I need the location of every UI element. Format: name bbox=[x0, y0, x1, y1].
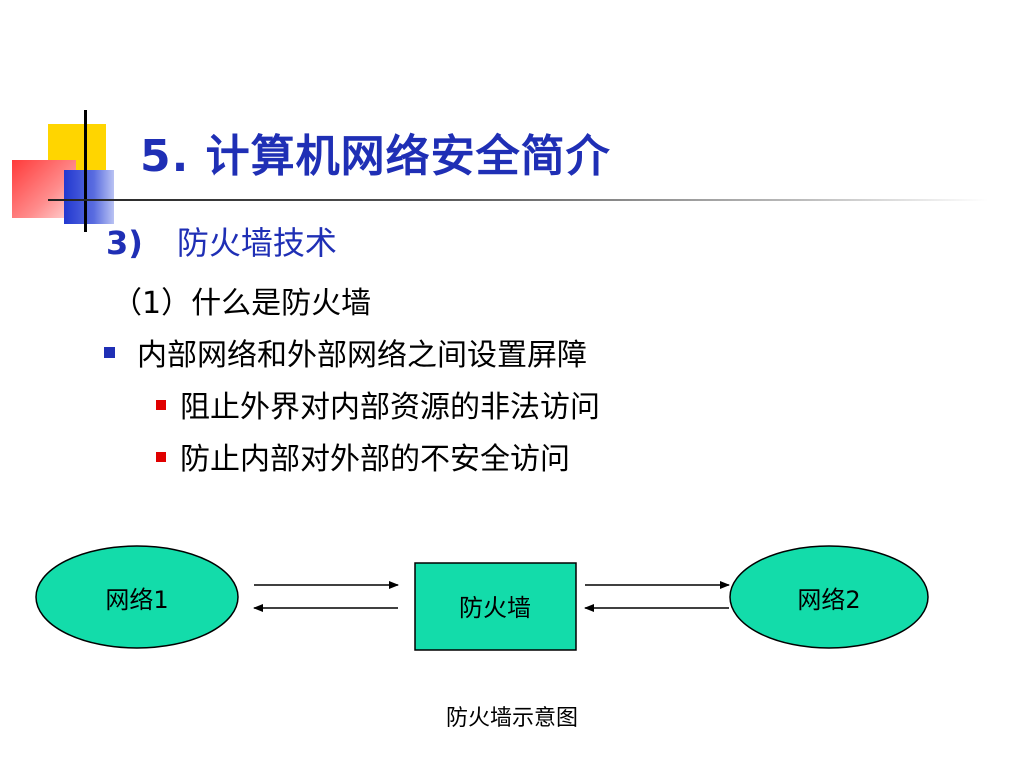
section-label: 防火墙技术 bbox=[176, 224, 337, 262]
section-number: 3) bbox=[106, 224, 143, 262]
decor-blue-square bbox=[64, 170, 114, 224]
sub-bullet-square-icon bbox=[156, 451, 166, 462]
sub-bullet-square-icon bbox=[156, 399, 166, 410]
firewall-label: 防火墙 bbox=[459, 594, 531, 622]
network-1-node bbox=[35, 545, 239, 649]
sub-bullet-text: 阻止外界对内部资源的非法访问 bbox=[180, 390, 600, 425]
subsection-heading: （1）什么是防火墙 bbox=[112, 286, 372, 321]
bullet-square-icon bbox=[104, 347, 115, 358]
title-underline bbox=[48, 199, 988, 201]
firewall-node bbox=[414, 562, 577, 651]
slide-title: 5. 计算机网络安全简介 bbox=[140, 131, 611, 182]
section-heading: 3) 防火墙技术 bbox=[106, 218, 337, 264]
decor-vertical-line bbox=[84, 110, 87, 232]
sub-bullet-item: 阻止外界对内部资源的非法访问 bbox=[156, 382, 600, 426]
sub-bullet-item: 防止内部对外部的不安全访问 bbox=[156, 434, 570, 478]
bullet-text: 内部网络和外部网络之间设置屏障 bbox=[137, 338, 587, 373]
network-2-label: 网络2 bbox=[797, 586, 860, 614]
diagram-caption: 防火墙示意图 bbox=[445, 706, 578, 731]
network-2-node bbox=[729, 545, 929, 649]
bullet-item: 内部网络和外部网络之间设置屏障 bbox=[104, 330, 587, 374]
sub-bullet-text: 防止内部对外部的不安全访问 bbox=[180, 442, 570, 477]
network-1-label: 网络1 bbox=[105, 586, 168, 614]
